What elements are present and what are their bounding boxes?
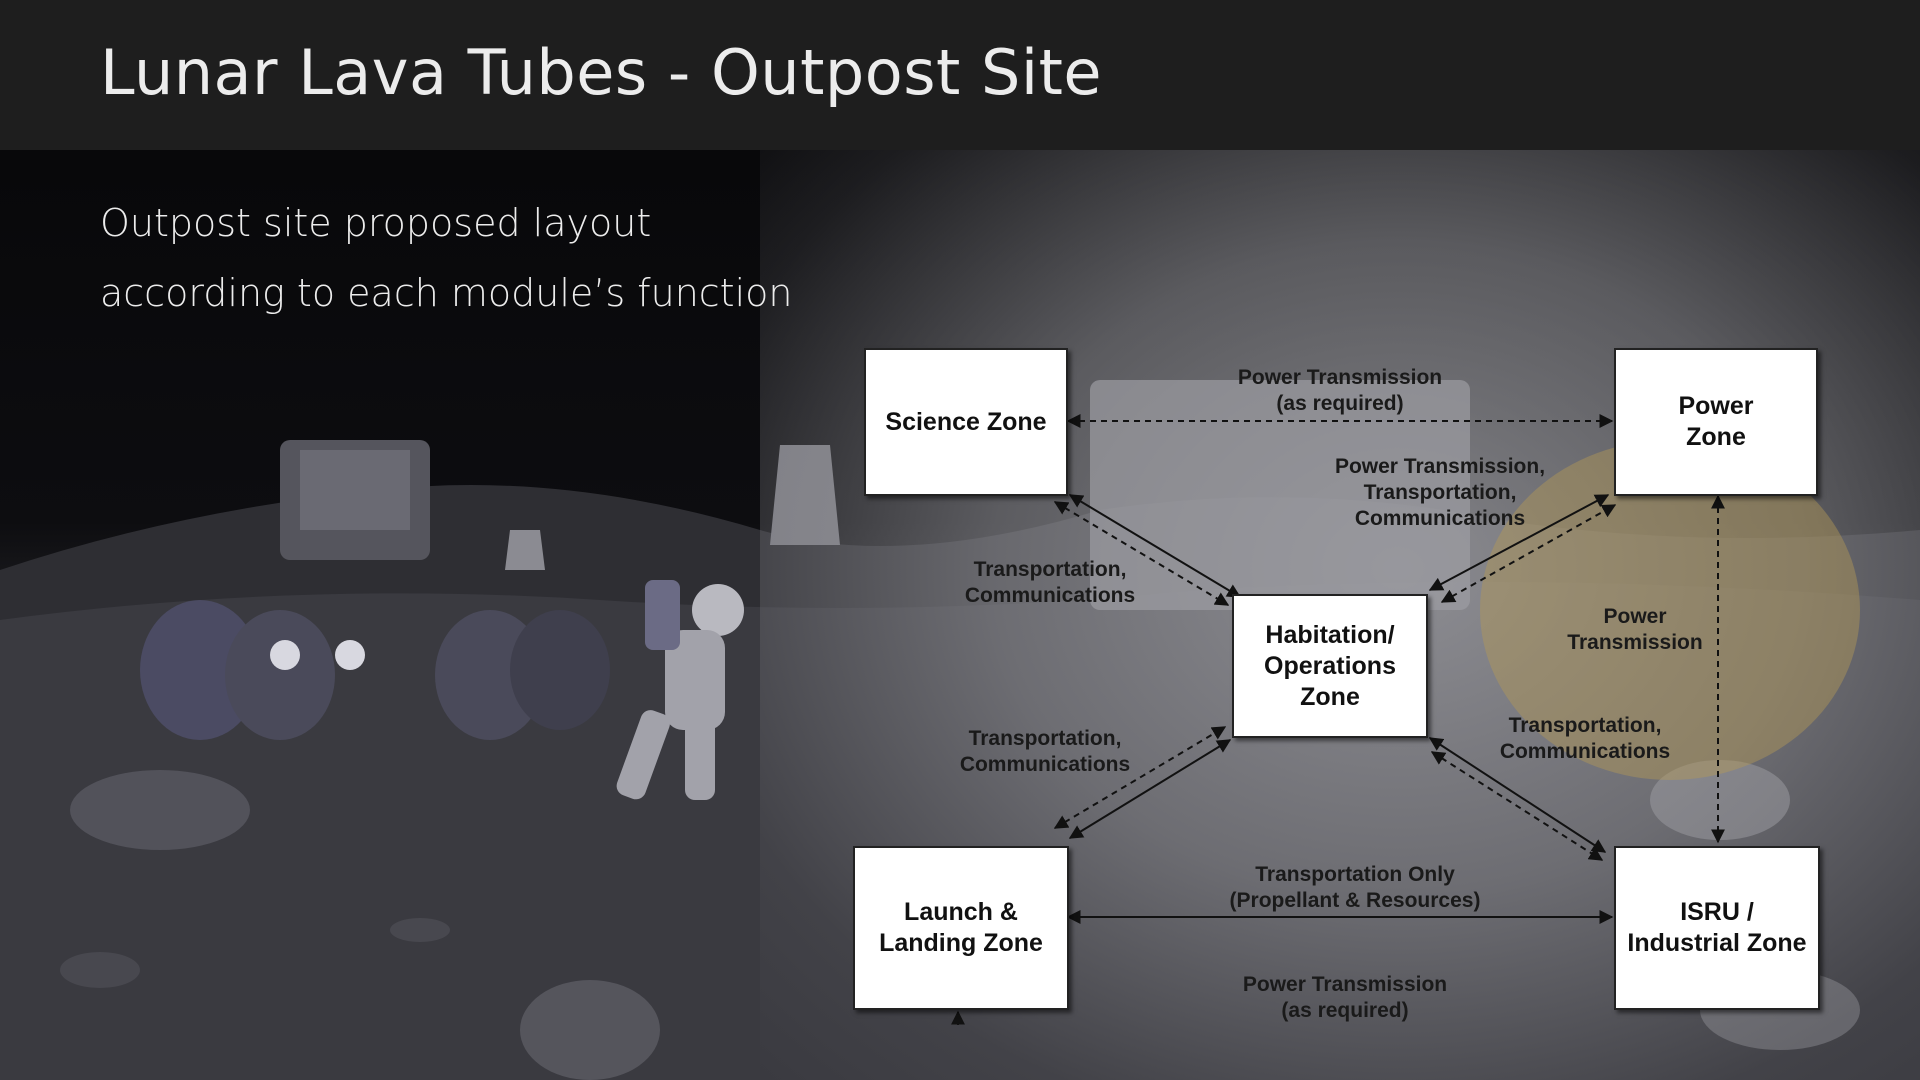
power-zone-label: Power Zone [1678,391,1753,453]
power-zone-box: Power Zone [1614,348,1818,496]
isru-zone-box: ISRU / Industrial Zone [1614,846,1820,1010]
hab-power-link-label: Power Transmission, Transportation, Comm… [1300,454,1580,532]
launch-isru-link-label: Transportation Only (Propellant & Resour… [1195,862,1515,914]
launch-bottom-link-label: Power Transmission (as required) [1195,972,1495,1024]
science-zone-label: Science Zone [885,407,1046,438]
launch-hab-link-label: Transportation, Communications [935,726,1155,778]
power-isru-link-label: Power Transmission [1540,604,1730,656]
science-zone-box: Science Zone [864,348,1068,496]
science-hab-link-label: Transportation, Communications [940,557,1160,609]
science-power-link-label: Power Transmission (as required) [1200,365,1480,417]
launch-zone-label: Launch & Landing Zone [879,897,1043,959]
habitation-zone-box: Habitation/ Operations Zone [1232,594,1428,738]
habitation-zone-label: Habitation/ Operations Zone [1264,620,1396,713]
hab-isru-link-label: Transportation, Communications [1475,713,1695,765]
launch-zone-box: Launch & Landing Zone [853,846,1069,1010]
isru-zone-label: ISRU / Industrial Zone [1627,897,1806,959]
